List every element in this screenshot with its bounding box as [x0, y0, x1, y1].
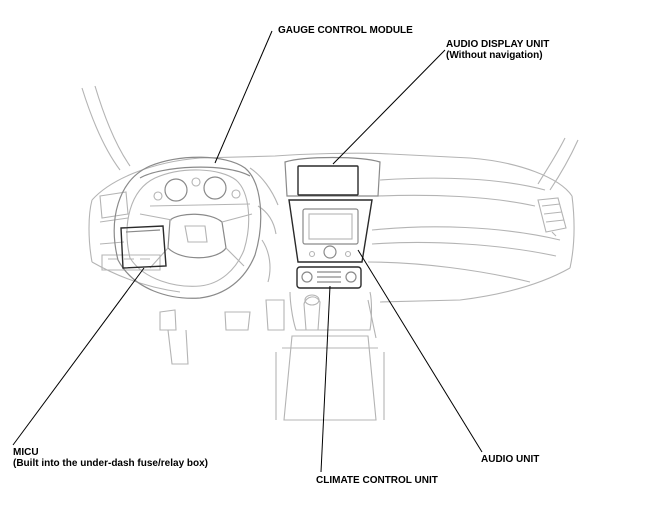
audio-display-housing [284, 156, 381, 201]
right-air-vent [537, 197, 567, 237]
gauge-control-module-label-text: GAUGE CONTROL MODULE [278, 25, 413, 36]
leader-audio-display-unit [332, 49, 446, 165]
audio-display-unit-label-text: AUDIO DISPLAY UNIT [446, 39, 550, 50]
pedals [159, 299, 285, 365]
climate-control-unit-label-text: CLIMATE CONTROL UNIT [316, 475, 438, 486]
climate-control-unit-label: CLIMATE CONTROL UNIT [316, 475, 438, 486]
leader-lines [12, 30, 483, 473]
dashboard-body [88, 152, 575, 303]
windshield-pillars [81, 85, 579, 191]
climate-control-panel [296, 266, 362, 289]
center-stack [288, 199, 373, 263]
leader-gauge-control-module [214, 30, 273, 164]
micu-label-note: (Built into the under-dash fuse/relay bo… [13, 458, 209, 469]
leader-audio-unit [357, 249, 483, 453]
micu-box [120, 225, 167, 269]
left-air-vent [99, 191, 129, 219]
leader-micu [12, 267, 145, 446]
micu-label-text: MICU [13, 447, 39, 458]
audio-display-unit-label-note: (Without navigation) [446, 50, 543, 61]
micu-label: MICU (Built into the under-dash fuse/rel… [13, 447, 208, 469]
gauge-control-module-label: GAUGE CONTROL MODULE [278, 25, 413, 36]
center-console [275, 291, 385, 421]
leader-climate-control-unit [320, 285, 331, 473]
audio-display-unit-label: AUDIO DISPLAY UNIT (Without navigation) [446, 39, 549, 61]
audio-unit-label: AUDIO UNIT [481, 454, 539, 465]
steering-wheel [113, 156, 262, 299]
audio-unit-label-text: AUDIO UNIT [481, 454, 540, 465]
gauge-cluster [139, 166, 251, 207]
